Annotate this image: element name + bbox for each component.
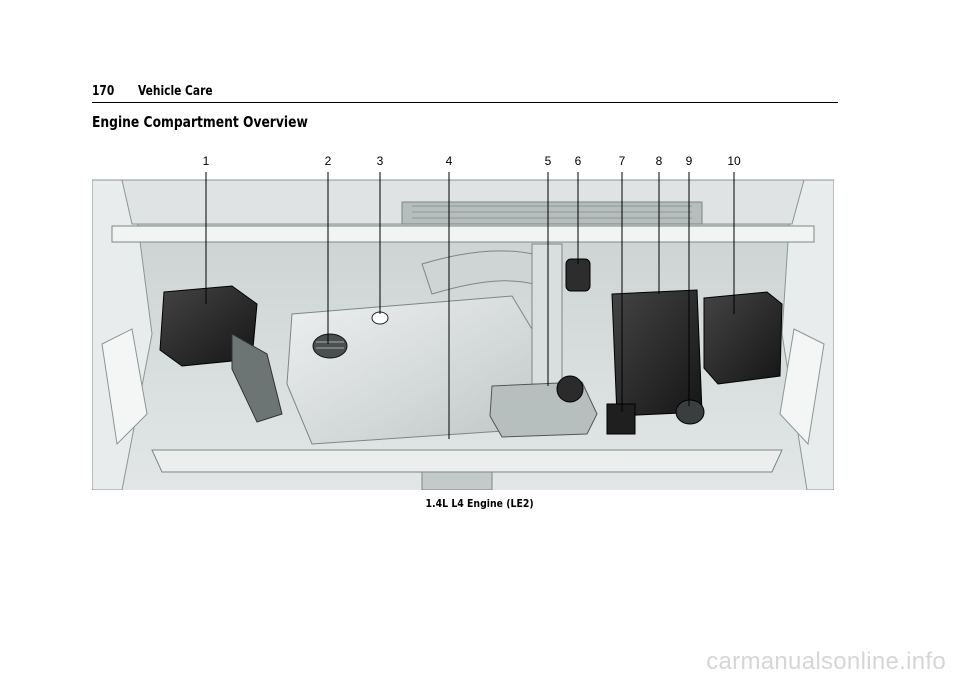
callout-6: 6 <box>574 154 582 168</box>
page-number: 170 <box>92 84 115 99</box>
page-header: 170 Vehicle Care <box>92 84 838 103</box>
page-title: Engine Compartment Overview <box>92 113 308 131</box>
section-name: Vehicle Care <box>138 84 213 99</box>
callout-2: 2 <box>324 154 332 168</box>
callout-10: 10 <box>727 154 741 168</box>
callout-5: 5 <box>544 154 552 168</box>
callout-4: 4 <box>445 154 453 168</box>
engine-compartment-illustration: 1 2 3 4 5 6 7 8 9 10 <box>92 154 834 490</box>
callout-7: 7 <box>618 154 626 168</box>
figure-caption: 1.4L L4 Engine (LE2) <box>380 497 580 510</box>
watermark: carmanualsonline.info <box>706 648 946 675</box>
callout-8: 8 <box>655 154 663 168</box>
callout-3: 3 <box>376 154 384 168</box>
callout-9: 9 <box>685 154 693 168</box>
callout-1: 1 <box>202 154 210 168</box>
figure-caption-text: 1.4L L4 Engine (LE2) <box>425 497 535 510</box>
engine-illustration-drawing <box>92 172 834 490</box>
